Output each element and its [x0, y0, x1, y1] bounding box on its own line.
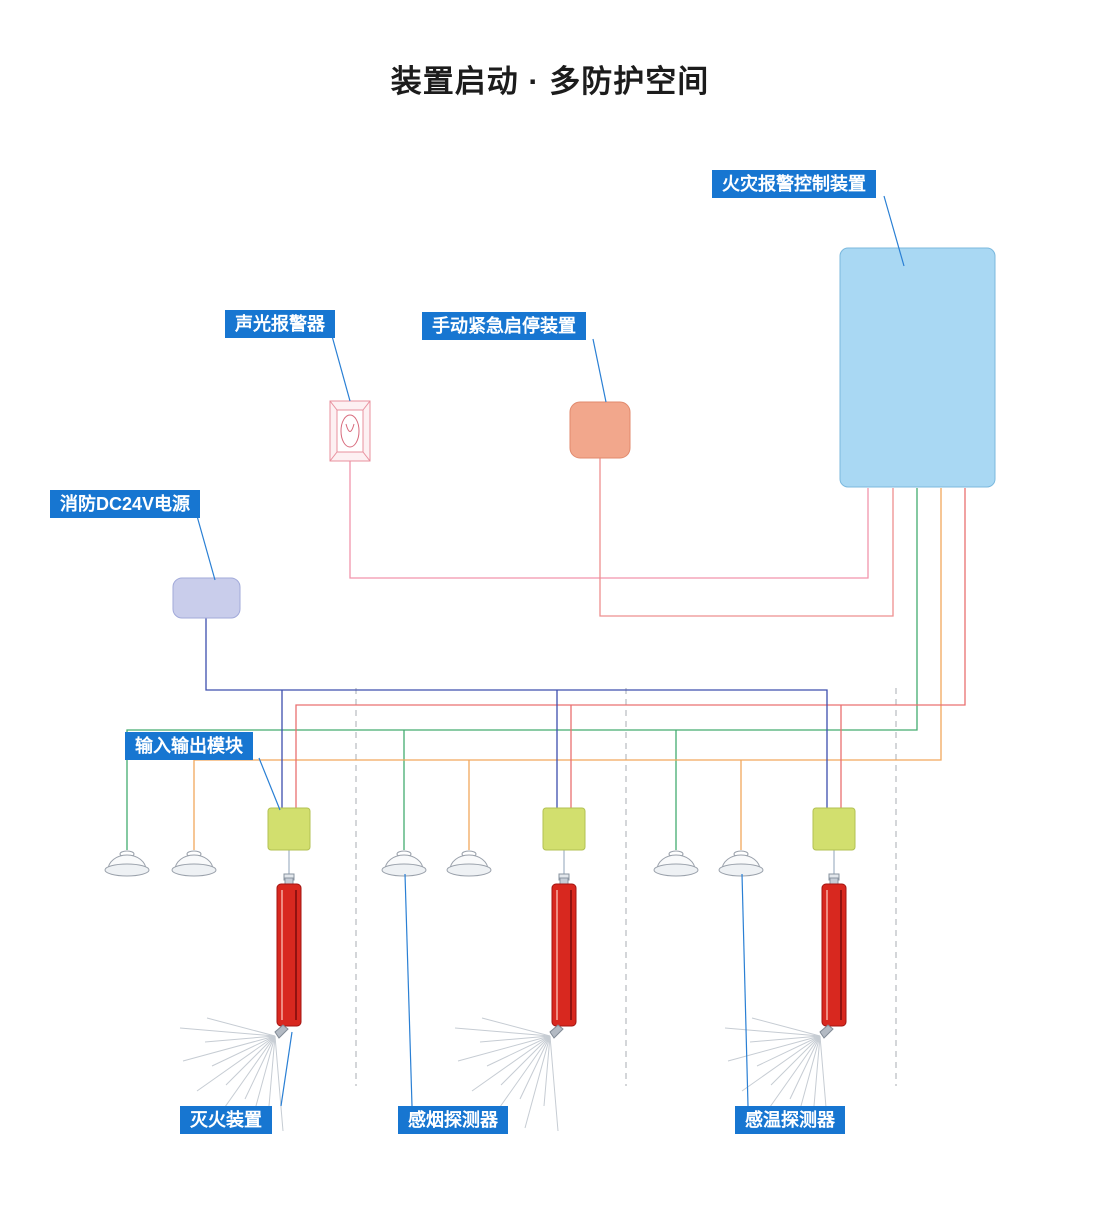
diagram-title: 装置启动 · 多防护空间	[390, 64, 710, 99]
temperature-detector-3	[718, 850, 764, 877]
extinguisher-cylinder-3	[819, 873, 847, 1039]
temperature-detector-2	[446, 850, 492, 877]
wire-alarm-to-panel	[349, 461, 869, 579]
smoke-detector-3	[653, 850, 699, 877]
leader-manual-start-stop	[592, 338, 607, 403]
wire-manual-to-panel	[599, 458, 894, 617]
wire-orange-temp-bus	[193, 488, 942, 850]
fire-alarm-control-panel	[839, 247, 996, 488]
sound-light-alarm-device	[329, 400, 371, 462]
extinguisher-cylinder-1	[274, 873, 302, 1039]
wire-green-smoke-bus	[126, 488, 918, 850]
io-module-1	[267, 807, 311, 851]
io-module-3	[812, 807, 856, 851]
manual-start-stop-device	[569, 401, 631, 459]
wire-red-module-bus	[295, 488, 966, 808]
leader-control-panel	[883, 195, 905, 267]
label-smoke-detector: 感烟探测器	[398, 1106, 508, 1134]
leader-extinguisher	[280, 1031, 293, 1107]
leader-temperature-detector	[741, 873, 749, 1107]
leader-io-module	[258, 757, 281, 811]
wire-navy-power-bus	[205, 618, 828, 808]
label-power-supply: 消防DC24V电源	[50, 490, 201, 518]
label-sound-light-alarm: 声光报警器	[225, 310, 335, 338]
leader-sound-light-alarm	[331, 335, 351, 402]
smoke-detector-1	[104, 850, 150, 877]
leader-power-supply	[196, 515, 216, 581]
extinguisher-cylinder-2	[549, 873, 577, 1039]
io-module-2	[542, 807, 586, 851]
label-io-module: 输入输出模块	[125, 732, 253, 760]
dc24v-power-supply	[172, 577, 241, 619]
smoke-detector-2	[381, 850, 427, 877]
label-manual-start-stop: 手动紧急启停装置	[422, 312, 586, 340]
leader-smoke-detector	[404, 873, 413, 1107]
label-temperature-detector: 感温探测器	[735, 1106, 845, 1134]
label-extinguisher: 灭火装置	[180, 1106, 272, 1134]
temperature-detector-1	[171, 850, 217, 877]
label-fire-alarm-control-panel: 火灾报警控制装置	[712, 170, 876, 198]
